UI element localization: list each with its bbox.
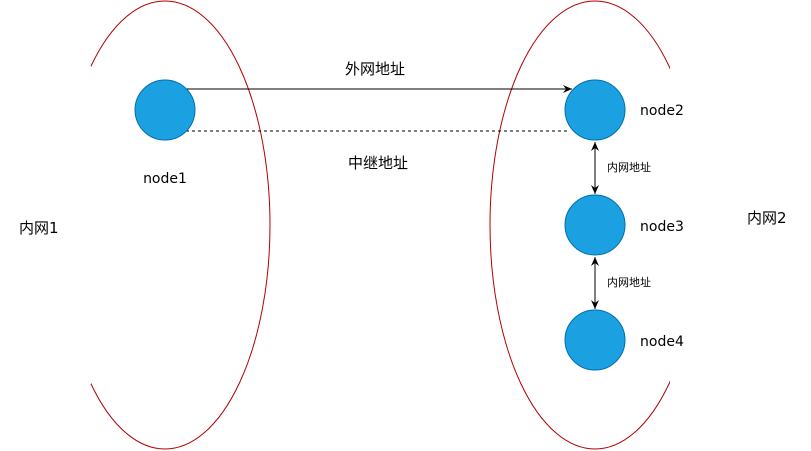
edge-relay-label: 中继地址 [348,154,408,172]
node4[interactable] [564,309,626,371]
group1-label: 内网1 [19,219,59,237]
group-ellipse-1 [59,0,271,450]
node3-label: node3 [640,219,684,235]
node1-label: node1 [143,171,187,187]
node2-label: node2 [640,103,684,119]
edge-node3-node4-label: 内网地址 [607,275,651,289]
node2[interactable] [564,79,626,141]
node4-label: node4 [640,334,684,350]
node1[interactable] [134,79,196,141]
ellipse-mask-2 [670,66,811,384]
ellipse-mask-1 [0,66,91,384]
edge-node2-node3-label: 内网地址 [607,160,651,174]
group2-label: 内网2 [747,209,787,227]
node3[interactable] [564,194,626,256]
edge-external-label: 外网地址 [345,60,405,78]
